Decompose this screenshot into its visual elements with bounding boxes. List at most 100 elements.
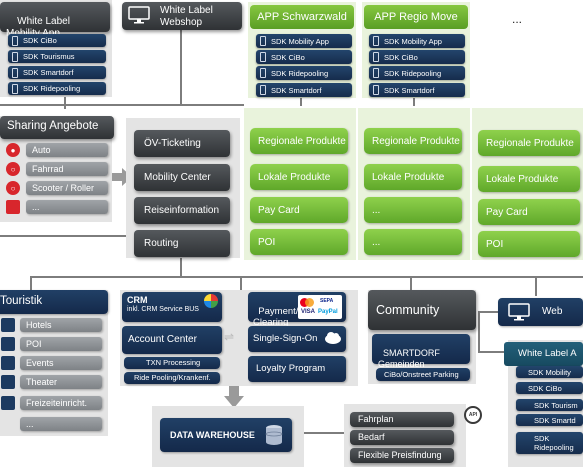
connector-line [535,276,537,296]
account-network-icon: ⇌ [224,330,235,344]
region-item[interactable]: Pay Card [478,199,580,225]
sharing-item-scooter[interactable]: Scooter / Roller [26,181,108,195]
sharing-item-fahrrad[interactable]: Fahrrad [26,162,108,176]
region-item-label: Lokale Produkte [486,173,559,185]
parking-box[interactable]: CiBo/Onstreet Parking [376,368,470,381]
sdk-item[interactable]: SDK Mobility App [256,34,352,48]
core-item-label: Routing [144,238,179,249]
touristik-item-freizeit[interactable]: Freizeiteinricht. [20,396,102,410]
app-schwarzwald-header[interactable]: APP Schwarzwald [250,5,354,29]
wl-webshop-box[interactable]: White Label Webshop [122,2,242,30]
region-item[interactable]: Regionale Produkte [364,128,462,154]
touristik-item-more[interactable]: ... [20,417,102,431]
sdk-label: SDK Tourismus [23,52,75,61]
sdk-item[interactable]: SDK Smartdorf [256,83,352,97]
region-item-label: Regionale Produkte [372,135,460,147]
sdk-item[interactable]: SDK CiBo [369,50,465,64]
data-warehouse-box[interactable]: DATA WAREHOUSE [160,418,292,452]
region-item[interactable]: ... [364,197,462,223]
connector-line [30,276,32,290]
region-item[interactable]: POI [478,231,580,257]
account-center-label: Account Center [128,334,197,345]
smartdorf-label: SMARTDORF Gemeinden [378,348,440,369]
region-item[interactable]: Pay Card [250,197,348,223]
sdk-item[interactable]: SDK Ridepooling [369,66,465,80]
sdk-label: SDK CiBo [23,36,57,45]
wl-mobile-app-panel: White Label Mobility App SDK CiBo SDK To… [0,0,112,97]
touristik-item-theater[interactable]: Theater [20,375,102,389]
touristik-item-hotels[interactable]: Hotels [20,318,102,332]
ride-pooling-label: Ride Pooling/Krankenf. [134,373,211,382]
sharing-item-more[interactable]: ... [26,200,108,214]
touristik-item-poi[interactable]: POI [20,337,102,351]
core-routing[interactable]: Routing [134,230,230,257]
community-header[interactable]: Community [368,290,476,330]
connector-line [478,311,498,313]
sdk-item[interactable]: SDK CiBo [516,382,583,394]
bicycle-icon: ○ [6,162,20,176]
sdk-label: SDK Smartd [534,415,576,425]
touristik-title: Touristik [0,295,43,307]
sharing-item-auto[interactable]: Auto [26,143,108,157]
payment-clearing-label: Payment/ Clearing [253,306,299,328]
connector-line [180,257,182,277]
cloud-icon [324,330,342,346]
connector-line [413,92,415,106]
ride-pooling-box[interactable]: Ride Pooling/Krankenf. [124,372,220,384]
wl-webshop-title: White Label Webshop [160,5,213,28]
sdk-item[interactable]: SDK Mobility [516,366,583,378]
region-item[interactable]: ... [364,229,462,255]
api-item-label: Bedarf [358,432,385,442]
region-item-label: Pay Card [258,204,300,216]
region-item[interactable]: POI [250,229,348,255]
sharing-item-label: Auto [32,145,51,155]
sdk-item[interactable]: SDK Smartdorf [8,66,106,79]
sdk-item[interactable]: SDK Ridepooling [516,432,583,454]
loyalty-program-box[interactable]: Loyalty Program [248,356,346,382]
sdk-item[interactable]: SDK Smartdorf [369,83,465,97]
connector-line [478,351,504,353]
account-center-box[interactable]: Account Center [122,326,222,354]
api-item-bedarf[interactable]: Bedarf [350,430,454,445]
region-item-label: ... [372,204,381,216]
sdk-item[interactable]: SDK Ridepooling [256,66,352,80]
api-item-fahrplan[interactable]: Fahrplan [350,412,454,427]
txn-processing-box[interactable]: TXN Processing [124,357,220,369]
sdk-item[interactable]: SDK Smartd [516,414,583,426]
touristik-item-events[interactable]: Events [20,356,102,370]
core-mobility-center[interactable]: Mobility Center [134,164,230,191]
api-badge-label: API [468,412,478,418]
sharing-header[interactable]: Sharing Angebote [0,116,114,139]
region-item[interactable]: Regionale Produkte [478,130,580,156]
region-item[interactable]: Lokale Produkte [250,164,348,190]
core-reiseinformation[interactable]: Reiseinformation [134,197,230,224]
sdk-label: SDK CiBo [271,52,305,62]
crm-subtitle: inkl. CRM Service BUS [127,306,199,313]
sdk-item[interactable]: SDK Tourism [516,399,583,411]
visa-logo: VISA [301,309,316,315]
web-box[interactable]: Web [498,298,583,326]
api-item-preisfindung[interactable]: Flexible Preisfindung [350,448,454,463]
core-oev-ticketing[interactable]: ÖV-Ticketing [134,130,230,157]
smartdorf-box[interactable]: SMARTDORF Gemeinden [372,334,470,369]
sdk-item[interactable]: SDK Mobility App [369,34,465,48]
sdk-item[interactable]: SDK Ridepooling [8,82,106,95]
sdk-item[interactable]: SDK CiBo [8,34,106,47]
leisure-icon [1,396,15,410]
region-item[interactable]: Regionale Produkte [250,128,348,154]
region-item-label: Lokale Produkte [258,171,331,183]
sdk-item[interactable]: SDK CiBo [256,50,352,64]
sso-box[interactable]: Single-Sign-On [248,326,346,352]
connector-line [300,92,302,106]
touristik-header[interactable]: Touristik [0,290,108,314]
txn-processing-label: TXN Processing [146,358,201,367]
sdk-item[interactable]: SDK Tourismus [8,50,106,63]
touristik-item-label: Hotels [26,320,52,330]
core-item-label: Reiseinformation [144,205,220,216]
wl-mobile-app-header[interactable]: White Label Mobility App [0,2,110,39]
wl-right-header[interactable]: White Label A [504,342,583,366]
region-item[interactable]: Lokale Produkte [364,164,462,190]
region-item[interactable]: Lokale Produkte [478,166,580,192]
arrow-down-icon [224,384,244,408]
app-regio-move-header[interactable]: APP Regio Move [364,5,468,29]
